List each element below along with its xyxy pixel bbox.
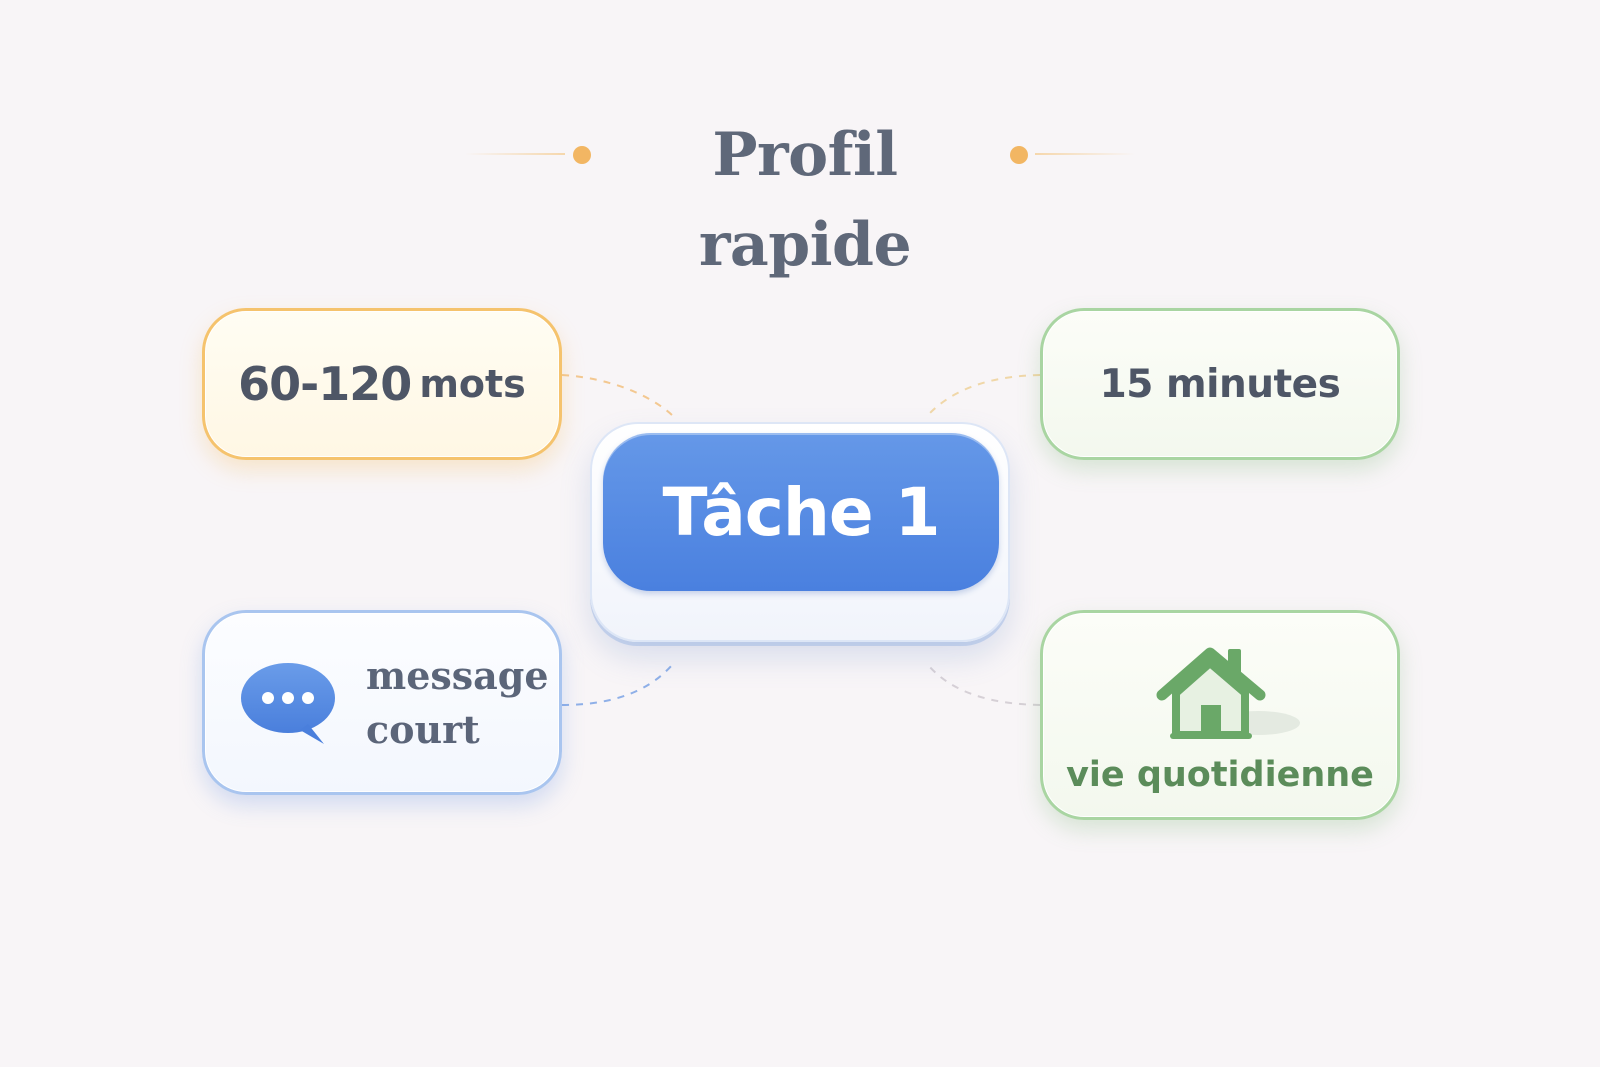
context-label: vie quotidienne [1066,755,1374,795]
page-title: Profil rapide [698,120,912,280]
word-count-unit: mots [419,362,526,406]
duration-label: 15 minutes [1099,361,1341,407]
context-card: vie quotidienne [1040,610,1400,820]
speech-bubble-icon [241,662,335,744]
task-1-button[interactable]: Tâche 1 [603,433,999,591]
title-dot-right [1010,146,1028,164]
message-type-line1: message [366,652,549,698]
title-divider-right [1035,153,1135,155]
connector-message [561,664,673,706]
word-count-value: 60-120 [238,357,412,411]
word-count-card: 60-120 mots [202,308,562,460]
message-type-card: message court [202,610,562,795]
title-divider-left [465,153,565,155]
house-icon [1156,647,1300,739]
task-label: Tâche 1 [662,473,940,551]
duration-card: 15 minutes [1040,308,1400,460]
message-type-label: message court [366,649,549,757]
connector-minutes [927,374,1041,416]
title-dot-left [573,146,591,164]
message-type-line2: court [366,706,480,752]
title-row: Profil rapide [0,110,1600,280]
connector-daily [927,664,1041,706]
connector-words [561,374,673,416]
